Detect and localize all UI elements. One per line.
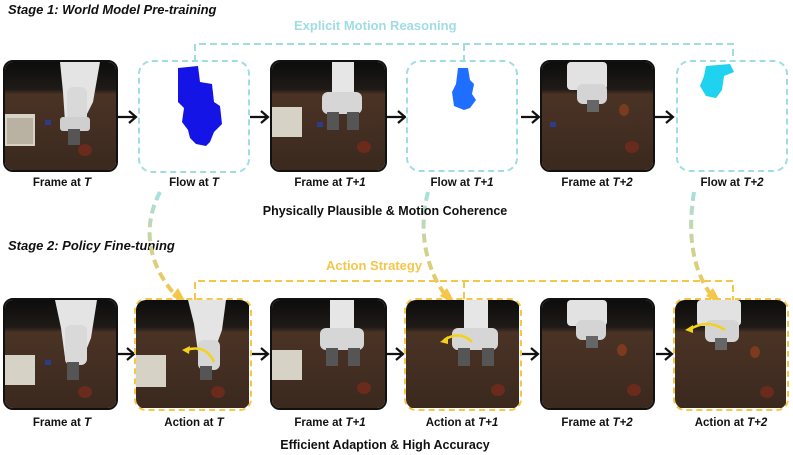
action-T2-box — [673, 298, 789, 411]
stage1-bracket-label: Explicit Motion Reasoning — [290, 18, 461, 33]
flow-T2-box — [676, 60, 788, 172]
frame-T1-image — [270, 60, 387, 172]
stage2-frame-T2-image — [540, 298, 655, 410]
stage2-frame-T1-image — [270, 298, 387, 410]
stage2-title: Stage 2: Policy Fine-tuning — [8, 238, 175, 253]
stage2-subtitle: Efficient Adaption & High Accuracy — [280, 438, 490, 452]
stage2-row-arrows — [118, 347, 674, 361]
caption-flow-T: Flow at T — [169, 177, 219, 189]
stage2-frame-T-image — [3, 298, 118, 410]
caption-action-T1: Action at T+1 — [425, 417, 499, 429]
caption-frame-T: Frame at T — [32, 177, 92, 189]
stage1-title: Stage 1: World Model Pre-training — [8, 2, 217, 17]
stage2-bracket — [194, 280, 734, 300]
flow-T1-box — [406, 60, 518, 172]
stage2-caption-frame-T2: Frame at T+2 — [561, 417, 633, 429]
flow-T2-blob — [700, 64, 734, 98]
stage1-subtitle: Physically Plausible & Motion Coherence — [262, 204, 508, 218]
action-T-box — [134, 298, 252, 411]
flow-T-box — [138, 60, 250, 173]
caption-flow-T2: Flow at T+2 — [700, 177, 764, 189]
caption-frame-T2: Frame at T+2 — [561, 177, 633, 189]
transition-curve-2 — [421, 191, 451, 302]
flow-T1-blob — [452, 68, 476, 110]
caption-flow-T1: Flow at T+1 — [430, 177, 494, 189]
stage2-caption-frame-T1: Frame at T+1 — [294, 417, 366, 429]
stage1-bracket — [194, 43, 734, 62]
caption-action-T2: Action at T+2 — [694, 417, 768, 429]
frame-T2-image — [540, 60, 655, 172]
stage2-caption-frame-T: Frame at T — [32, 417, 92, 429]
caption-action-T: Action at T — [164, 417, 224, 429]
transition-curve-3 — [689, 191, 717, 302]
flow-T-blob — [178, 66, 222, 146]
caption-frame-T1: Frame at T+1 — [294, 177, 366, 189]
transition-curve-1 — [147, 191, 182, 302]
action-T1-box — [404, 298, 522, 411]
stage2-bracket-label: Action Strategy — [322, 258, 427, 273]
stage1-row-arrows — [118, 110, 675, 124]
frame-T-image — [3, 60, 118, 172]
